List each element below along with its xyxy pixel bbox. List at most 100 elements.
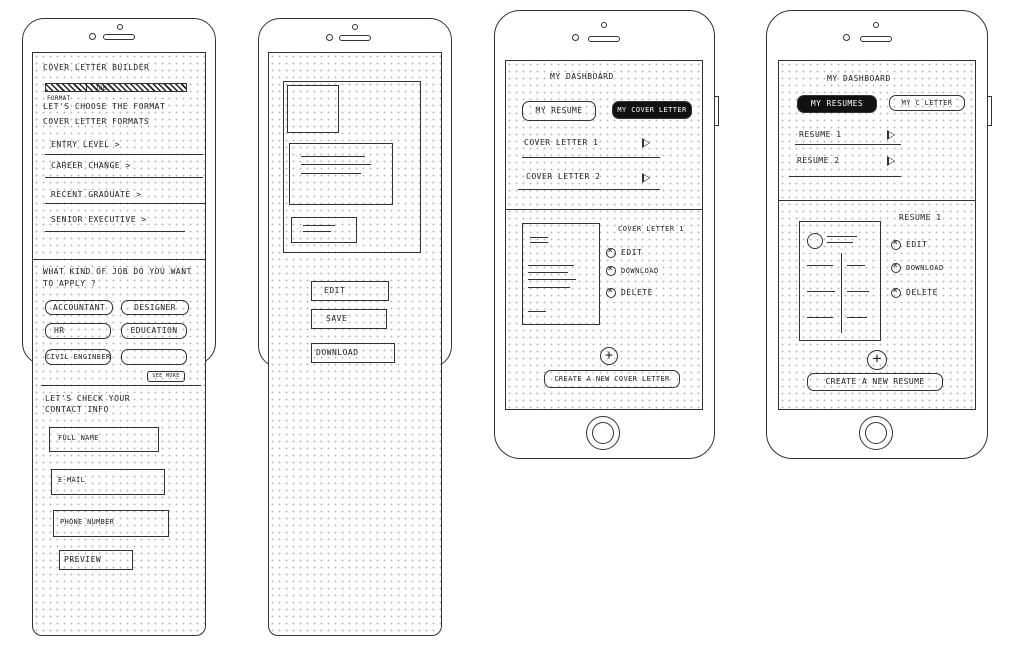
text-line <box>528 265 574 266</box>
step-job-label: JOB <box>95 85 107 92</box>
signature-block <box>291 217 357 243</box>
download-button[interactable]: DOWNLOAD <box>311 343 395 363</box>
email-field[interactable]: E-MAIL <box>51 469 165 495</box>
cover-letter-item-1[interactable]: COVER LETTER 1 <box>524 138 599 147</box>
full-name-label: FULL NAME <box>58 434 99 442</box>
section-divider <box>779 200 975 201</box>
dashboard-title: MY DASHBOARD <box>550 72 614 81</box>
header-block <box>287 85 339 133</box>
sensor-icon <box>873 22 879 28</box>
text-line <box>528 287 570 288</box>
page-title: COVER LETTER BUILDER <box>43 63 150 72</box>
home-button-icon[interactable] <box>586 416 620 450</box>
job-civil-engineer-button[interactable]: CIVIL ENGINEER <box>45 349 111 365</box>
format-senior-executive[interactable]: SENIOR EXECUTIVE > <box>51 215 147 224</box>
add-icon[interactable]: + <box>867 350 887 370</box>
divider <box>789 176 901 177</box>
formats-subheading: COVER LETTER FORMATS <box>43 117 150 126</box>
side-button <box>714 96 719 126</box>
create-resume-button[interactable]: CREATE A NEW RESUME <box>807 373 943 391</box>
sensor-icon <box>117 24 123 30</box>
divider <box>522 157 660 158</box>
save-label: SAVE <box>326 314 348 323</box>
speaker-icon <box>103 34 135 40</box>
cover-letter-item-2[interactable]: COVER LETTER 2 <box>526 172 601 181</box>
download-label: DOWNLOAD <box>621 267 659 275</box>
format-career-change[interactable]: CAREER CHANGE > <box>51 161 131 170</box>
play-icon-fill <box>643 140 649 146</box>
play-icon-fill <box>888 158 894 164</box>
add-icon[interactable]: + <box>600 347 618 365</box>
job-education-button[interactable]: EDUCATION <box>121 323 187 339</box>
format-entry-level[interactable]: ENTRY LEVEL > <box>51 140 121 149</box>
resume-thumbnail[interactable] <box>799 221 881 341</box>
tab-my-cover-letter[interactable]: MY C LETTER <box>889 95 965 111</box>
screen-cover-letter-builder: COVER LETTER BUILDER FORMAT JOB LET'S CH… <box>32 52 206 636</box>
radio-icon <box>606 285 616 298</box>
edit-label: EDIT <box>621 248 643 257</box>
text-line <box>807 317 833 318</box>
full-name-field[interactable]: FULL NAME <box>49 427 159 452</box>
edit-action[interactable]: EDIT <box>891 237 928 251</box>
job-designer-button[interactable]: DESIGNER <box>121 300 189 315</box>
format-heading: LET'S CHOOSE THE FORMAT <box>43 102 166 111</box>
speaker-icon <box>588 36 620 42</box>
screen-cover-letter-preview: EDIT SAVE DOWNLOAD <box>268 52 442 636</box>
camera-icon <box>843 34 850 41</box>
see-more-button[interactable]: SEE MORE <box>147 371 185 382</box>
text-line <box>807 291 835 292</box>
section-divider <box>33 259 205 260</box>
edit-label: EDIT <box>906 240 928 249</box>
radio-icon <box>891 260 901 273</box>
speaker-icon <box>860 36 892 42</box>
tab-my-resume[interactable]: MY RESUME <box>522 101 596 121</box>
preview-button[interactable]: PREVIEW <box>59 550 133 570</box>
email-label: E-MAIL <box>58 476 86 484</box>
radio-icon <box>891 285 901 298</box>
resume-item-2[interactable]: RESUME 2 <box>797 156 840 165</box>
dashboard-title: MY DASHBOARD <box>827 74 891 83</box>
screen-cover-letter-dashboard: MY DASHBOARD MY RESUME MY COVER LETTER C… <box>505 60 703 410</box>
create-cover-letter-button[interactable]: CREATE A NEW COVER LETTER <box>544 370 680 388</box>
edit-button[interactable]: EDIT <box>311 281 389 301</box>
save-button[interactable]: SAVE <box>311 309 387 329</box>
section-divider <box>41 385 201 386</box>
delete-label: DELETE <box>621 288 653 297</box>
phone-number-label: PHONE NUMBER <box>60 518 115 526</box>
preview-title: RESUME 1 <box>899 213 942 222</box>
divider <box>45 231 185 232</box>
speaker-icon <box>339 35 371 41</box>
text-line <box>528 279 576 280</box>
home-button-icon[interactable] <box>859 416 893 450</box>
progress-fill <box>45 83 87 92</box>
tab-my-cover-letter[interactable]: MY COVER LETTER <box>612 101 692 119</box>
divider <box>518 189 660 190</box>
job-empty-button[interactable] <box>121 349 187 365</box>
delete-action[interactable]: DELETE <box>606 285 653 299</box>
contact-heading: LET'S CHECK YOUR CONTACT INFO <box>45 394 131 414</box>
step-format-label: FORMAT <box>47 95 71 102</box>
camera-icon <box>326 34 333 41</box>
job-accountant-button[interactable]: ACCOUNTANT <box>45 300 113 315</box>
phone-number-field[interactable]: PHONE NUMBER <box>53 510 169 537</box>
download-action[interactable]: DOWNLOAD <box>891 260 944 274</box>
resume-item-1[interactable]: RESUME 1 <box>799 130 842 139</box>
body-block <box>289 143 393 205</box>
delete-action[interactable]: DELETE <box>891 285 938 299</box>
job-hr-button[interactable]: HR <box>45 323 111 339</box>
text-line <box>303 231 331 232</box>
tab-my-resumes[interactable]: MY RESUMES <box>797 95 877 113</box>
edit-action[interactable]: EDIT <box>606 245 643 259</box>
delete-label: DELETE <box>906 288 938 297</box>
download-action[interactable]: DOWNLOAD <box>606 263 659 277</box>
side-button <box>987 96 992 126</box>
text-line <box>807 265 833 266</box>
cover-letter-thumbnail[interactable] <box>522 223 600 325</box>
format-recent-graduate[interactable]: RECENT GRADUATE > <box>51 190 142 199</box>
camera-icon <box>572 34 579 41</box>
column-divider <box>841 253 842 333</box>
preview-label: PREVIEW <box>64 555 102 564</box>
sensor-icon <box>601 22 607 28</box>
text-line <box>530 242 548 243</box>
divider <box>795 144 901 145</box>
